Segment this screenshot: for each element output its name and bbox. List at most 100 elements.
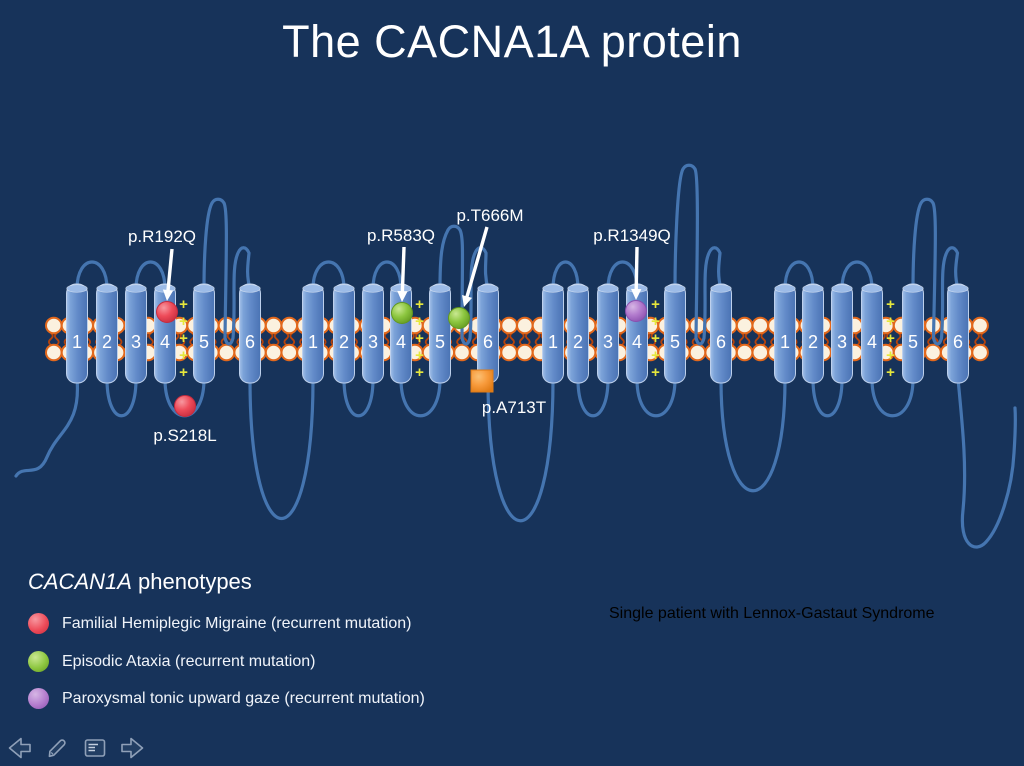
mutation-marker-p.R583Q xyxy=(391,302,413,324)
mutation-label: p.R583Q xyxy=(367,226,435,245)
segment-number: 5 xyxy=(199,332,209,352)
pore-loop xyxy=(911,197,960,346)
segment-number: 6 xyxy=(716,332,726,352)
plus-charge-sign: + xyxy=(651,364,660,381)
annotation-arrowhead xyxy=(462,294,473,307)
lipid-head xyxy=(688,343,707,362)
segment-number: 6 xyxy=(483,332,493,352)
interdomain-linker xyxy=(719,377,787,493)
transmembrane-segment: 3 xyxy=(831,283,853,384)
slide-menu-button[interactable] xyxy=(80,734,110,762)
plus-charge-sign: + xyxy=(651,347,660,364)
transmembrane-segment: 3 xyxy=(597,283,619,384)
plus-charge-sign: + xyxy=(886,313,895,330)
segment-number: 6 xyxy=(953,332,963,352)
mutation-label: p.T666M xyxy=(456,206,523,225)
transmembrane-segment: 6 xyxy=(477,283,499,384)
lipid-head xyxy=(45,316,63,335)
lipid-head xyxy=(751,343,770,362)
plus-charge-sign: + xyxy=(651,296,660,313)
transmembrane-segment: 1 xyxy=(66,283,88,384)
plus-charge-sign: + xyxy=(415,330,424,347)
next-slide-button[interactable] xyxy=(118,734,148,762)
protein-loops xyxy=(14,163,1018,549)
segment-number: 2 xyxy=(808,332,818,352)
transmembrane-segment: 4 xyxy=(154,283,176,384)
transmembrane-segment: 5 xyxy=(664,283,686,384)
transmembrane-segment: 5 xyxy=(429,283,451,384)
interdomain-linker xyxy=(248,377,315,520)
transmembrane-segment: 6 xyxy=(239,283,261,384)
lipid-head xyxy=(280,316,299,335)
segment-number: 5 xyxy=(435,332,445,352)
intracellular-loop xyxy=(870,377,915,418)
interdomain-linker xyxy=(486,377,555,523)
transmembrane-segment: 4 xyxy=(861,283,883,384)
plus-charge-sign: + xyxy=(886,296,895,313)
segment-number: 1 xyxy=(548,332,558,352)
segment-number: 5 xyxy=(670,332,680,352)
lipid-head xyxy=(500,316,518,335)
transmembrane-segment: 4 xyxy=(626,283,648,384)
previous-slide-button[interactable] xyxy=(4,734,34,762)
lipid-head xyxy=(924,343,942,362)
lipid-head xyxy=(971,343,989,362)
extracellular-loop xyxy=(551,260,580,291)
segment-number: 1 xyxy=(72,332,82,352)
lipid-head xyxy=(516,316,534,335)
segment-number: 3 xyxy=(837,332,847,352)
lipid-head xyxy=(735,343,754,362)
transmembrane-segment: 2 xyxy=(333,283,355,384)
lipid-head xyxy=(751,316,770,335)
intracellular-loop xyxy=(811,377,844,418)
plus-charge-sign: + xyxy=(179,330,188,347)
intracellular-loop xyxy=(105,377,138,418)
segment-number: 5 xyxy=(908,332,918,352)
mutation-markers xyxy=(156,300,647,417)
lipid-head xyxy=(217,343,236,362)
arrow-right-icon xyxy=(121,737,144,759)
transmembrane-segment: 2 xyxy=(567,283,589,384)
plus-charge-sign: + xyxy=(415,347,424,364)
annotation-arrowhead xyxy=(397,290,408,302)
segment-number: 6 xyxy=(245,332,255,352)
lipid-head xyxy=(264,316,283,335)
mutation-marker-p.A713T xyxy=(470,369,494,393)
intracellular-loop xyxy=(399,377,442,418)
menu-icon xyxy=(84,739,106,757)
plus-charge-sign: + xyxy=(179,364,188,381)
plus-charge-sign: + xyxy=(886,364,895,381)
mutation-annotations: p.R192Qp.S218Lp.R583Qp.T666Mp.R1349Qp.A7… xyxy=(128,206,671,445)
transmembrane-segment: 3 xyxy=(125,283,147,384)
mutation-marker-p.S218L xyxy=(174,395,196,417)
intracellular-loop xyxy=(576,377,610,418)
transmembrane-segment: 3 xyxy=(362,283,384,384)
lipid-head xyxy=(516,343,534,362)
segment-number: 3 xyxy=(368,332,378,352)
c-terminus xyxy=(956,377,1018,549)
transmembrane-segment: 2 xyxy=(802,283,824,384)
segment-number: 2 xyxy=(102,332,112,352)
lipid-head xyxy=(45,343,63,362)
segment-number: 4 xyxy=(396,332,406,352)
lipid-head xyxy=(500,343,518,362)
segment-number: 4 xyxy=(632,332,642,352)
mutation-marker-p.R192Q xyxy=(156,301,178,323)
arrow-left-icon xyxy=(8,737,31,759)
plus-charge-sign: + xyxy=(179,313,188,330)
extracellular-loop xyxy=(783,260,815,291)
annotation-arrow xyxy=(634,246,639,293)
mutation-marker-p.R1349Q xyxy=(625,300,647,322)
transmembrane-segment: 1 xyxy=(302,283,324,384)
pen-tool-button[interactable] xyxy=(42,734,72,762)
intracellular-loop xyxy=(342,377,375,418)
plus-charge-sign: + xyxy=(179,296,188,313)
transmembrane-segment: 5 xyxy=(902,283,924,384)
plus-charge-sign: + xyxy=(651,313,660,330)
lipid-head xyxy=(735,316,754,335)
plus-charge-sign: + xyxy=(179,347,188,364)
segment-number: 1 xyxy=(780,332,790,352)
lipid-head xyxy=(264,343,283,362)
lipid-head xyxy=(971,316,989,335)
